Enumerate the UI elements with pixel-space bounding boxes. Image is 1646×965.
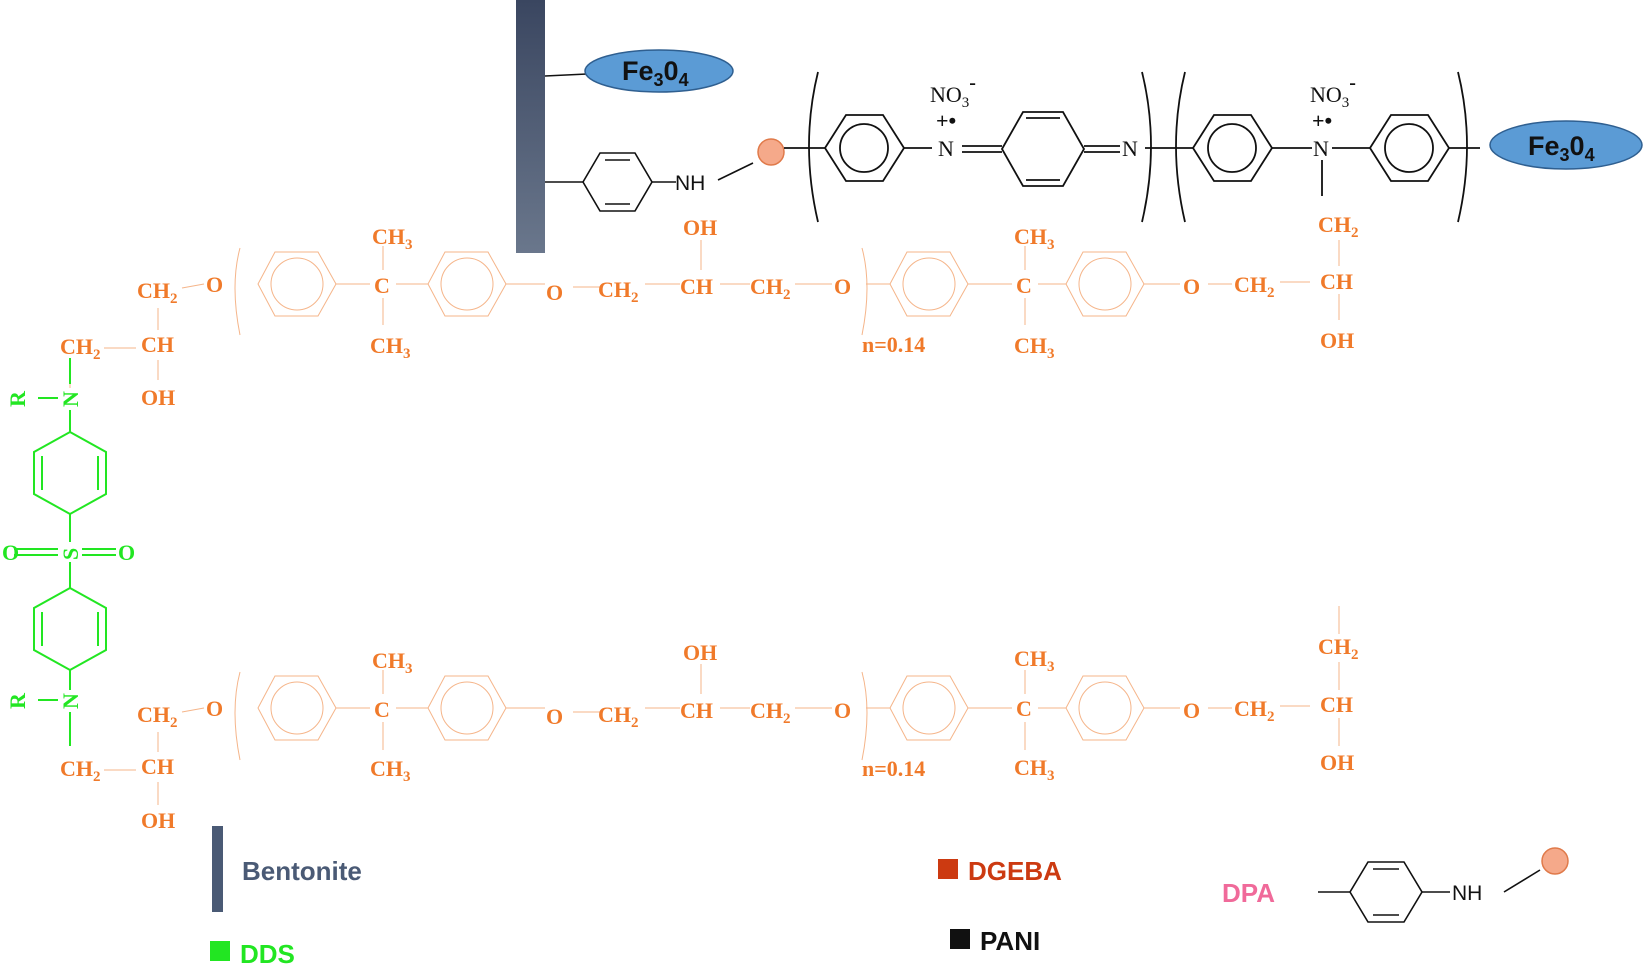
svg-text:CH2: CH2 [750,274,791,303]
no3-label-1: NO3- [930,72,976,111]
svg-text:Fe304: Fe304 [622,56,689,90]
pani-n-1: N [938,136,954,161]
svg-text:n=0.14: n=0.14 [862,332,925,357]
svg-text:CH3: CH3 [1014,646,1055,675]
ch2-top-b: CH2 [60,334,101,363]
svg-text:CH3: CH3 [1014,333,1055,362]
svg-text:CH2: CH2 [598,277,639,306]
svg-text:CH3: CH3 [370,333,411,362]
svg-text:C: C [1016,696,1032,721]
bentonite-sheet [516,0,545,253]
ch-top-a: CH [141,332,174,357]
dpa-ball-top [757,138,785,166]
bentonite-fe3o4-bond [544,73,588,77]
svg-text:CH3: CH3 [1014,755,1055,784]
svg-text:CH2: CH2 [750,698,791,727]
ch2-top-a: CH2 [137,278,178,307]
dds-o-right: O [118,540,135,565]
svg-text:OH: OH [1320,328,1354,353]
legend-dgeba-label: DGEBA [968,856,1062,886]
svg-text:O: O [1183,698,1200,723]
svg-text:O: O [206,696,223,721]
svg-text:C: C [374,273,390,298]
dds-n-top: N [58,391,83,407]
svg-text:CH3: CH3 [372,224,413,253]
legend-dpa-nh: NH [1452,882,1482,905]
dpa-nh-label: NH [675,172,705,195]
pani-n-2: N [1122,136,1138,161]
fe3o4-particle-right: Fe304 [1489,120,1643,170]
svg-text:n=0.14: n=0.14 [862,756,925,781]
svg-text:OH: OH [683,640,717,665]
oh-bot-a: OH [141,808,175,833]
svg-text:O: O [206,272,223,297]
dgeba-chain-top: CH3 C CH3 O O CH2 OH CH CH2 O n=0.14 CH3… [206,212,1359,362]
legend-dpa-structure [1318,861,1541,923]
svg-text:CH2: CH2 [1318,212,1359,241]
pani-n-3: N [1313,136,1329,161]
svg-text:Fe304: Fe304 [1528,131,1595,165]
svg-text:CH3: CH3 [370,756,411,785]
svg-text:CH: CH [680,274,713,299]
svg-text:CH2: CH2 [1234,272,1275,301]
pani-chain [784,71,1480,223]
svg-text:C: C [1016,273,1032,298]
dds-n-bottom: N [58,693,83,709]
svg-text:CH: CH [680,698,713,723]
svg-text:O: O [546,704,563,729]
legend-dds-swatch [210,941,230,961]
legend-dpa-label: DPA [1222,878,1275,908]
dds-o-left: O [2,540,19,565]
svg-text:O: O [1183,274,1200,299]
svg-text:CH3: CH3 [372,648,413,677]
fe3o4-particle-top: Fe304 [584,49,734,93]
dds-r-bottom: R [5,692,30,709]
oh-top-a: OH [141,385,175,410]
svg-text:OH: OH [1320,750,1354,775]
dds-r-top: R [5,390,30,407]
svg-text:OH: OH [683,215,717,240]
dpa-unit-top [545,152,754,212]
svg-text:O: O [834,274,851,299]
legend-bentonite-swatch [212,826,223,912]
radical-cation-2: +• [1312,108,1332,133]
dds-crosslinker [14,358,116,746]
dgeba-chain-bottom: CH3 C CH3 O O CH2 OH CH CH2 O n=0.14 CH3… [206,606,1359,785]
ch2-bot-b: CH2 [60,756,101,785]
ch-bot-a: CH [141,754,174,779]
svg-text:O: O [546,280,563,305]
legend-pani-label: PANI [980,926,1040,956]
ch2-bot-a: CH2 [137,702,178,731]
svg-text:O: O [834,698,851,723]
svg-text:CH: CH [1320,692,1353,717]
legend-dds-label: DDS [240,939,295,965]
svg-text:CH: CH [1320,269,1353,294]
legend-pani-swatch [950,929,970,949]
dds-s: S [58,548,83,560]
svg-text:CH2: CH2 [1234,696,1275,725]
radical-cation-1: +• [936,108,956,133]
svg-text:C: C [374,697,390,722]
legend-bentonite-label: Bentonite [242,856,362,886]
no3-label-2: NO3- [1310,72,1356,111]
svg-text:CH2: CH2 [1318,634,1359,663]
svg-text:CH3: CH3 [1014,224,1055,253]
fe3o4-label: Fe [622,56,654,86]
legend-dgeba-swatch [938,859,958,879]
legend-dpa-ball [1541,847,1569,875]
svg-text:CH2: CH2 [598,702,639,731]
